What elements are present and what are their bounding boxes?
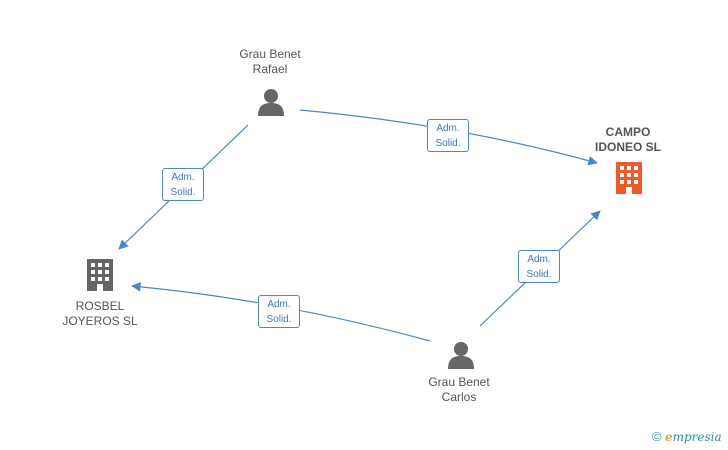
node-label-rafael[interactable]: Grau Benet Rafael xyxy=(225,47,315,77)
node-label-line1: CAMPO xyxy=(605,125,651,139)
node-label-campo[interactable]: CAMPO IDONEO SL xyxy=(583,125,673,155)
edge-label-line2: Solid. xyxy=(526,269,552,280)
edge-label-rafael-rosbel: Adm. Solid. xyxy=(162,168,204,201)
edge-label-carlos-rosbel: Adm. Solid. xyxy=(258,295,300,328)
person-icon xyxy=(448,342,474,369)
edge-label-line2: Solid. xyxy=(170,187,196,198)
empresia-logo: empresia xyxy=(665,430,722,444)
person-icon xyxy=(258,89,284,116)
node-label-line1: ROSBEL xyxy=(75,299,125,313)
edge-label-line2: Solid. xyxy=(435,138,461,149)
edge-label-line2: Solid. xyxy=(266,314,292,325)
node-label-carlos[interactable]: Grau Benet Carlos xyxy=(414,375,504,405)
node-label-line1: Grau Benet xyxy=(428,375,490,389)
edge-label-carlos-campo: Adm. Solid. xyxy=(518,250,560,283)
node-label-rosbel[interactable]: ROSBEL JOYEROS SL xyxy=(55,299,145,329)
node-label-line2: IDONEO SL xyxy=(594,140,661,154)
node-label-line1: Grau Benet xyxy=(239,47,301,61)
edge-label-line1: Adm. xyxy=(171,172,195,183)
node-label-line2: JOYEROS SL xyxy=(62,314,138,328)
edge-label-line1: Adm. xyxy=(527,254,551,265)
copyright-symbol: © xyxy=(652,429,662,444)
logo-text: mpresia xyxy=(672,430,722,444)
node-label-line2: Rafael xyxy=(252,62,288,76)
node-label-line2: Carlos xyxy=(441,390,477,404)
logo-letter: e xyxy=(664,430,673,444)
building-icon xyxy=(87,259,113,291)
edge-label-line1: Adm. xyxy=(267,299,291,310)
edge-label-rafael-campo: Adm. Solid. xyxy=(427,119,469,152)
empresia-watermark: © empresia xyxy=(652,429,722,449)
edge-label-line1: Adm. xyxy=(436,123,460,134)
building-icon xyxy=(616,162,642,194)
